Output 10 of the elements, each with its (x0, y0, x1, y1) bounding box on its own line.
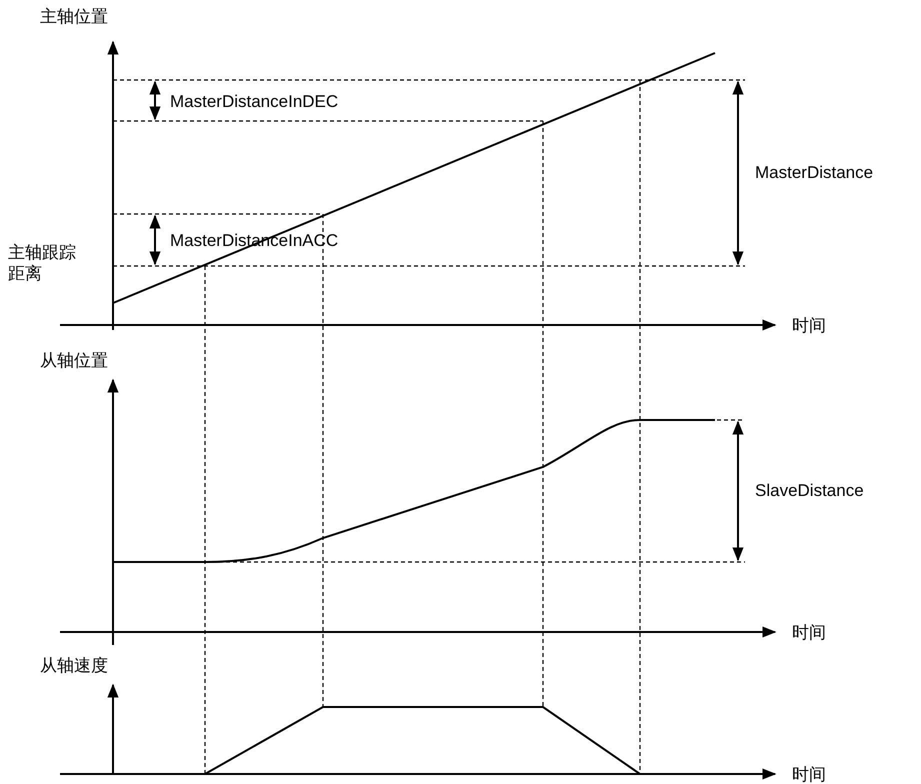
dimension-label: SlaveDistance (755, 480, 864, 501)
axis-label: 主轴位置 (40, 6, 108, 27)
axis-label: 时间 (792, 764, 826, 784)
axis-label: 从轴速度 (40, 655, 108, 676)
axis-label: 从轴位置 (40, 350, 108, 371)
axis-label: 时间 (792, 315, 826, 336)
dimension-label: MasterDistanceInDEC (170, 91, 338, 112)
axis-label: 主轴跟踪距离 (8, 242, 77, 284)
dimension-label: MasterDistance (755, 162, 874, 183)
axis-label: 时间 (792, 622, 826, 643)
